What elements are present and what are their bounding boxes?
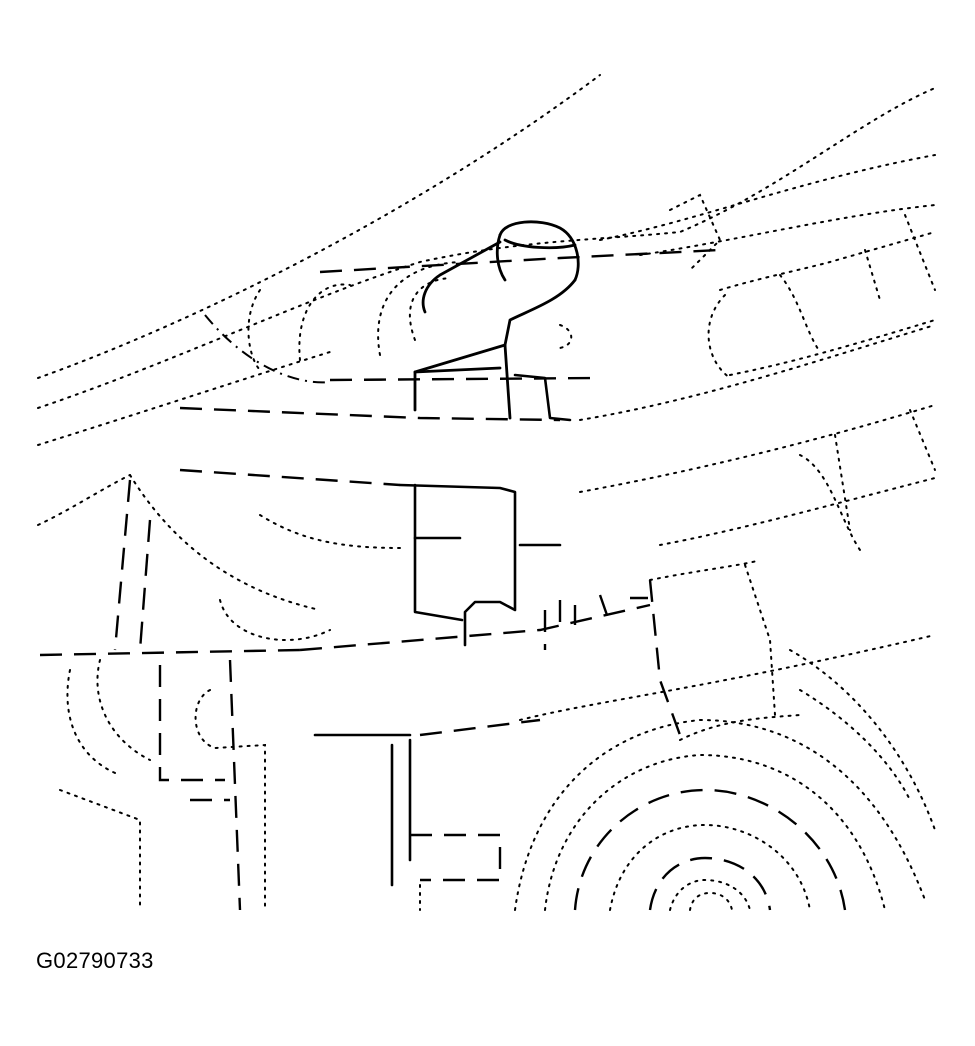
technical-line-drawing xyxy=(37,74,936,911)
upper-right-tube xyxy=(669,193,936,379)
lower-center-member xyxy=(313,718,541,911)
middle-frame-rail xyxy=(37,404,936,657)
bolt-icon xyxy=(413,220,580,422)
wheel-hub xyxy=(514,649,936,911)
vertical-strut xyxy=(519,559,936,741)
upper-crossmember xyxy=(179,248,936,422)
lower-left-mount xyxy=(59,479,331,911)
upper-panel-edges xyxy=(37,74,936,446)
mounting-bracket xyxy=(398,483,562,647)
small-fasteners xyxy=(543,324,648,650)
figure-id-label: G02790733 xyxy=(36,948,154,973)
